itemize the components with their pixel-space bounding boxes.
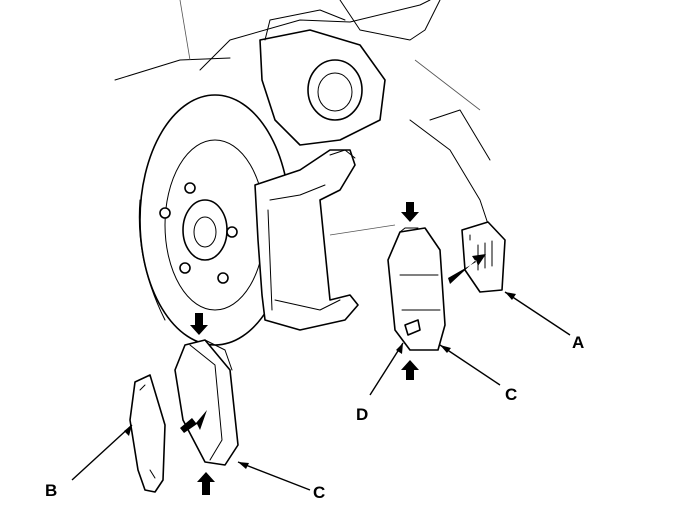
- label-c-right: C: [505, 385, 517, 404]
- left-brake-pad: [174, 339, 239, 466]
- shim-b: [129, 374, 166, 493]
- caliper-bracket: [254, 149, 396, 331]
- label-b: B: [45, 481, 57, 500]
- right-brake-pad: [387, 227, 446, 351]
- leader-lines: [71, 291, 571, 491]
- brake-disc: [138, 94, 291, 346]
- label-a: A: [572, 333, 584, 352]
- push-arrows: [180, 202, 486, 495]
- caliper-body: [259, 9, 386, 146]
- label-d: D: [356, 405, 368, 424]
- label-c-left: C: [313, 483, 325, 502]
- suspension-background: [114, 0, 491, 231]
